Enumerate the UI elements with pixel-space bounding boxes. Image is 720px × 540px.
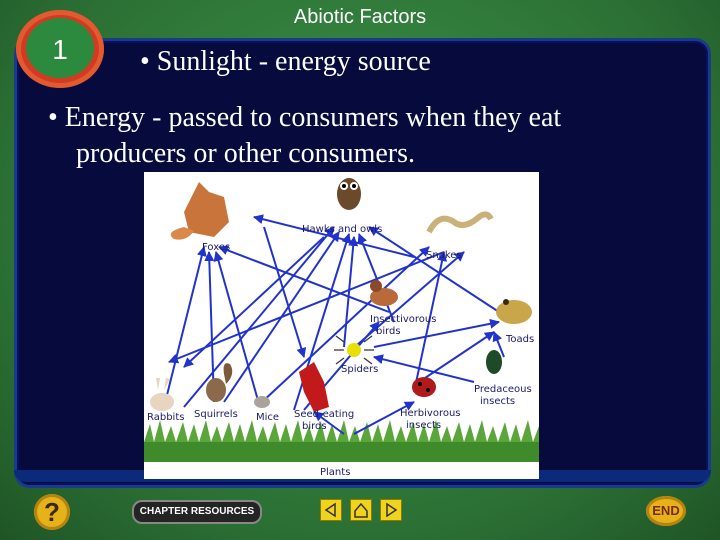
- label-toads: Toads: [505, 334, 534, 345]
- help-button[interactable]: ?: [34, 494, 70, 530]
- label-herb-1: Herbivorous: [400, 408, 461, 419]
- bullet-energy-line2: producers or other consumers.: [76, 138, 416, 169]
- label-seed-1: Seed-eating: [294, 409, 354, 420]
- label-insectivorous-2: birds: [376, 326, 401, 337]
- bullet-energy-line1: • Energy - passed to consumers when they…: [48, 102, 562, 133]
- fox-icon: [170, 182, 229, 240]
- grass-plants: [144, 420, 539, 462]
- food-web-diagram: Foxes Hawks and owls Snakes Insectivorou…: [144, 178, 539, 478]
- snake-icon: [426, 211, 494, 234]
- label-predaceous-2: insects: [480, 396, 515, 407]
- label-plants: Plants: [320, 467, 350, 478]
- label-mice: Mice: [256, 412, 279, 423]
- beetle-icon: [486, 350, 502, 374]
- next-button[interactable]: [380, 499, 402, 521]
- arrow-right-icon: [386, 502, 398, 518]
- label-predaceous-1: Predaceous: [474, 384, 532, 395]
- chapter-resources-button[interactable]: CHAPTER RESOURCES: [132, 500, 262, 524]
- label-snakes: Snakes: [426, 250, 462, 261]
- squirrel-icon: [206, 363, 233, 402]
- toad-icon: [496, 299, 532, 324]
- label-herb-2: insects: [406, 420, 441, 431]
- header-title: Abiotic Factors: [293, 6, 427, 28]
- insectivorous-bird-icon: [370, 280, 398, 306]
- bullet-sunlight: • Sunlight - energy source: [140, 46, 431, 77]
- home-button[interactable]: [350, 499, 372, 521]
- arrow-left-icon: [324, 502, 336, 518]
- label-rabbits: Rabbits: [147, 412, 184, 423]
- cardinal-icon: [299, 362, 329, 412]
- section-number: 1: [52, 34, 68, 65]
- end-button[interactable]: END: [646, 496, 686, 526]
- label-insectivorous-1: Insectivorous: [370, 314, 436, 325]
- food-web-arrows: [163, 214, 505, 435]
- food-web-image: Foxes Hawks and owls Snakes Insectivorou…: [144, 172, 539, 479]
- label-squirrels: Squirrels: [194, 409, 238, 420]
- label-spiders: Spiders: [341, 364, 378, 375]
- label-foxes: Foxes: [202, 242, 230, 253]
- home-icon: [354, 502, 368, 518]
- section-badge-inner: [26, 18, 94, 78]
- mouse-icon: [254, 396, 270, 408]
- label-hawks: Hawks and owls: [302, 224, 382, 235]
- previous-button[interactable]: [320, 499, 342, 521]
- spider-icon: [334, 335, 374, 365]
- owl-icon: [337, 178, 361, 210]
- label-seed-2: birds: [302, 421, 327, 432]
- bullet-energy: • Energy - passed to consumers when they…: [48, 100, 678, 172]
- ladybug-icon: [412, 377, 436, 397]
- rabbit-icon: [150, 378, 174, 411]
